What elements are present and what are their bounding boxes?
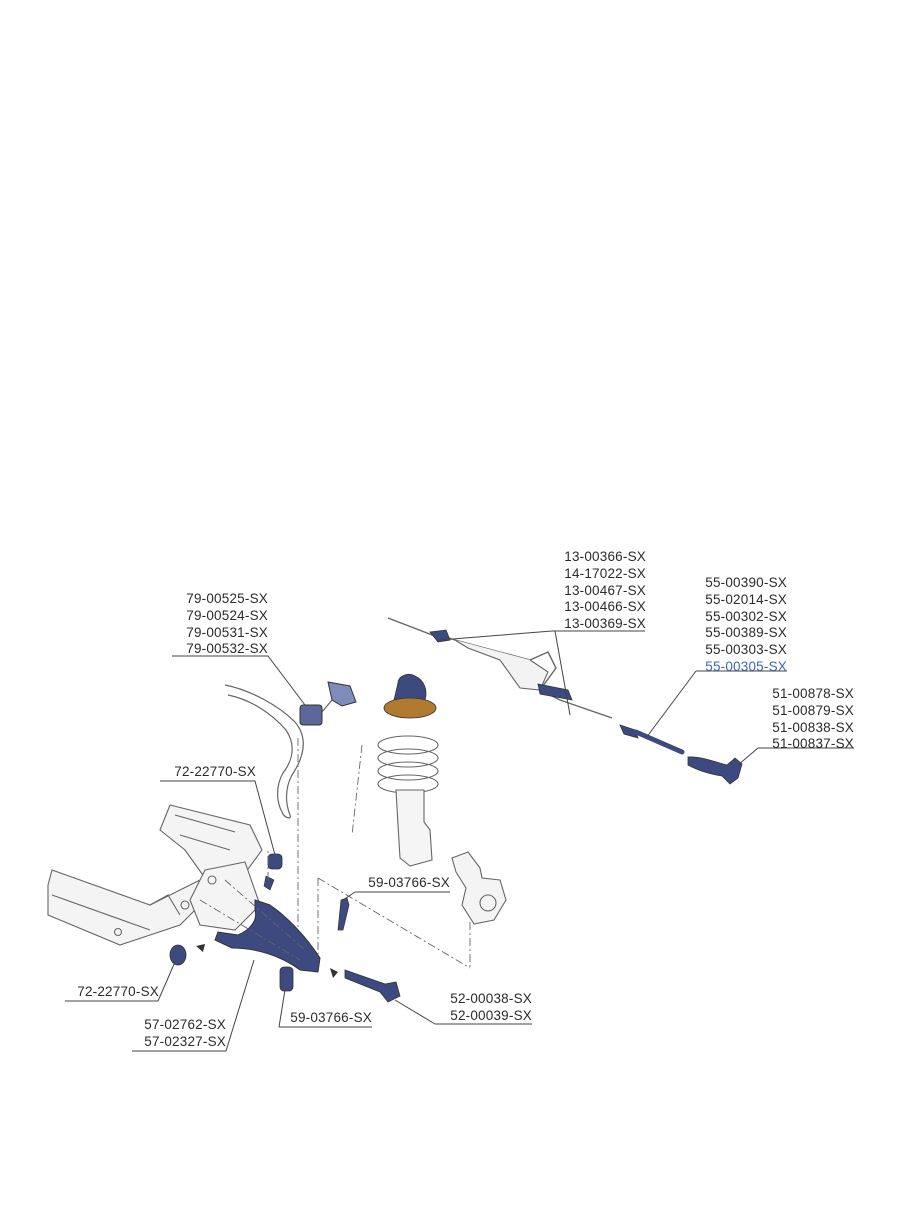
part-number[interactable]: 59-03766-SX	[368, 875, 450, 890]
part-number[interactable]: 51-00879-SX	[772, 702, 854, 718]
part-number[interactable]: 79-00531-SX	[186, 624, 268, 640]
part-number[interactable]: 55-00303-SX	[705, 642, 787, 658]
label-ball-joint: 52-00038-SX 52-00039-SX	[428, 991, 532, 1025]
part-number[interactable]: 13-00466-SX	[564, 599, 646, 615]
part-number[interactable]: 13-00369-SX	[564, 616, 646, 632]
tie-rod-end-part	[687, 756, 743, 785]
label-link-lower: 59-03766-SX	[268, 1010, 372, 1027]
part-number[interactable]: 51-00838-SX	[772, 719, 854, 735]
leader-lines	[65, 630, 854, 1052]
label-control-arm: 57-02762-SX 57-02327-SX	[122, 1017, 226, 1051]
part-number[interactable]: 55-00302-SX	[705, 608, 787, 624]
label-tie-rod-end: 51-00878-SX 51-00879-SX 51-00838-SX 51-0…	[748, 686, 854, 753]
label-steering-rack: 13-00366-SX 14-17022-SX 13-00467-SX 13-0…	[540, 549, 646, 633]
part-number[interactable]: 79-00525-SX	[186, 591, 268, 606]
part-number[interactable]: 14-17022-SX	[564, 565, 646, 581]
strut-assembly	[377, 674, 439, 867]
stabilizer-bushing-part	[299, 681, 357, 726]
label-stabilizer-bushing: 79-00525-SX 79-00524-SX 79-00531-SX 79-0…	[163, 591, 268, 658]
steering-knuckle	[451, 851, 507, 925]
part-number[interactable]: 79-00532-SX	[186, 641, 268, 657]
tie-rod-part	[619, 724, 685, 755]
label-link-upper: 59-03766-SX	[346, 875, 450, 892]
part-number[interactable]: 13-00467-SX	[564, 582, 646, 598]
small-parts	[169, 853, 401, 1003]
part-number[interactable]: 72-22770-SX	[77, 984, 159, 999]
subframe	[47, 804, 263, 946]
control-arm-part	[214, 899, 321, 973]
part-number[interactable]: 55-00390-SX	[705, 575, 787, 590]
part-number[interactable]: 55-00389-SX	[705, 625, 787, 641]
part-number[interactable]: 72-22770-SX	[174, 764, 256, 779]
assembly-guides	[199, 738, 471, 970]
part-number[interactable]: 51-00837-SX	[772, 736, 854, 752]
part-number[interactable]: 52-00039-SX	[450, 1007, 532, 1023]
part-number[interactable]: 79-00524-SX	[186, 607, 268, 623]
part-number[interactable]: 57-02762-SX	[144, 1017, 226, 1032]
part-number[interactable]: 57-02327-SX	[144, 1033, 226, 1049]
label-arm-bushing-left: 72-22770-SX	[55, 984, 159, 1001]
steering-rack-part	[387, 617, 613, 719]
label-arm-bushing-top: 72-22770-SX	[152, 764, 256, 781]
label-tie-rod: 55-00390-SX 55-02014-SX 55-00302-SX 55-0…	[682, 575, 787, 676]
part-number[interactable]: 59-03766-SX	[290, 1010, 372, 1025]
part-number[interactable]: 55-02014-SX	[705, 591, 787, 607]
part-number[interactable]: 52-00038-SX	[450, 991, 532, 1006]
part-number[interactable]: 13-00366-SX	[564, 549, 646, 564]
stabilizer-bar	[224, 684, 304, 819]
part-number[interactable]: 51-00878-SX	[772, 686, 854, 701]
part-number-highlighted[interactable]: 55-00305-SX	[705, 658, 787, 674]
